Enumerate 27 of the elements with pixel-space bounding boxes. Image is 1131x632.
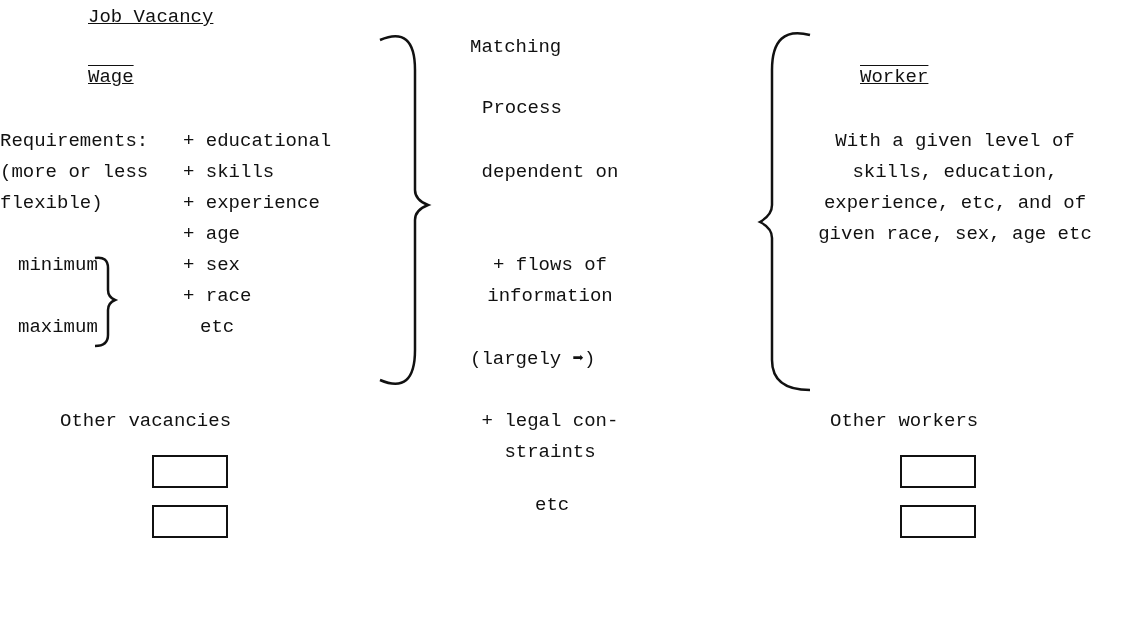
label-text: Other workers: [830, 409, 979, 434]
label-text: (largely ➡): [470, 347, 596, 372]
label-text: + legal con- straints: [480, 409, 620, 465]
label-text: dependent on: [480, 160, 620, 185]
label-text: Requirements: (more or less flexible): [0, 129, 150, 216]
label-text: Process: [482, 96, 562, 121]
empty-box: [900, 505, 976, 538]
heading: Worker: [860, 65, 929, 90]
label-text: maximum: [18, 315, 98, 340]
label-text: + sex: [183, 253, 240, 278]
empty-box: [900, 455, 976, 488]
label-text: minimum: [18, 253, 98, 278]
label-text: With a given level of skills, education, experience, etc, and of given race, sex, age etc: [817, 129, 1093, 247]
empty-box: [152, 505, 228, 538]
label-text: + flows of information: [486, 253, 614, 309]
empty-box: [152, 455, 228, 488]
label-text: + experience: [183, 191, 320, 216]
heading: Wage: [88, 65, 134, 90]
label-text: + race: [183, 284, 252, 309]
label-text: Other vacancies: [60, 409, 232, 434]
heading: Job Vacancy: [88, 5, 214, 30]
label-text: etc: [200, 315, 235, 340]
label-text: etc: [535, 493, 570, 518]
label-text: + skills: [183, 160, 275, 185]
label-text: Matching: [470, 35, 562, 60]
label-text: + age: [183, 222, 240, 247]
label-text: + educational: [183, 129, 332, 154]
